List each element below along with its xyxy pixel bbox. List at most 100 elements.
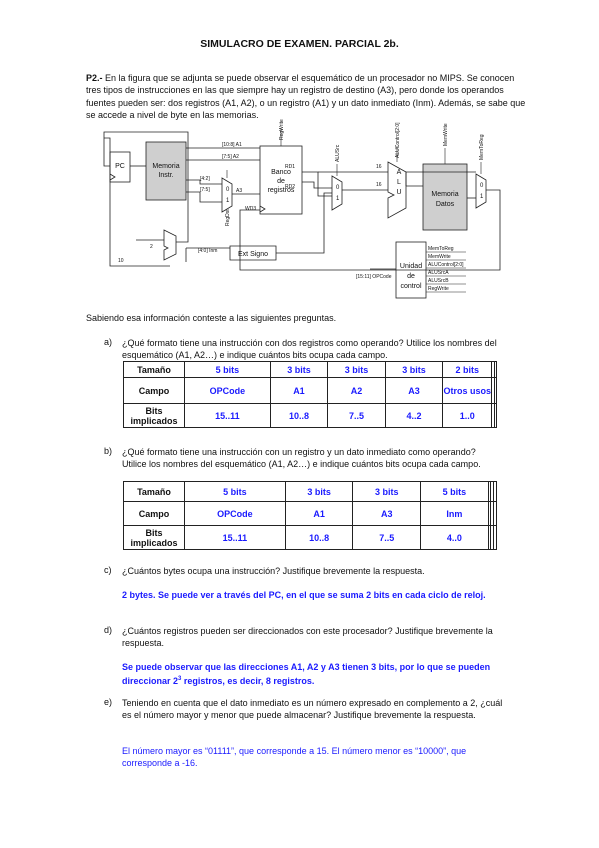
table-b-bits-cell: 15..11 (184, 525, 286, 550)
signal-4-2: [4:2] (200, 176, 210, 182)
mux-regdst (221, 177, 233, 213)
problem-label: P2.- (86, 73, 103, 83)
question-c-text: ¿Cuántos bytes ocupa una instrucción? Ju… (122, 566, 425, 576)
table-a-tamano-cell: 3 bits (269, 361, 329, 378)
instr-memory-label-2: Instr. (158, 172, 173, 179)
table-b-campo-cell: A1 (284, 501, 354, 526)
signal-a2: [7:5] A2 (222, 154, 239, 160)
table-b-tamano-cell: 3 bits (284, 481, 354, 502)
table-a-tamano-cell: 2 bits (442, 361, 493, 378)
data-memory-label-2: Datos (436, 201, 455, 208)
page-title: SIMULACRO DE EXAMEN. PARCIAL 2b. (200, 38, 399, 50)
signal-7-5: [7:5] (200, 187, 210, 193)
table-a-bits-cell: 15..11 (184, 403, 271, 428)
question-d-text: ¿Cuántos registros pueden ser direcciona… (122, 626, 493, 648)
data-memory-block (422, 163, 468, 231)
instr-memory-block (145, 141, 187, 201)
table-b-bits-cell: 4..0 (420, 525, 489, 550)
table-b-header-tamano: Tamaño (123, 481, 185, 502)
table-a-campo-cell (493, 377, 498, 404)
ctrl-out-regwrite: RegWrite (428, 286, 449, 292)
question-a-table: Tamaño 5 bits 3 bits 3 bits 3 bits 2 bit… (123, 361, 498, 428)
question-e-letter: e) (104, 697, 113, 707)
signal-alucontrol: ALUControl[2:0] (395, 122, 401, 158)
question-c-answer: 2 bytes. Se puede ver a través del PC, e… (122, 590, 486, 600)
mux-alusrc (331, 175, 343, 211)
signal-rd1: RD1 (285, 164, 295, 170)
adder-constant-2: 2 (150, 244, 153, 250)
table-b-campo-cell: Inm (420, 501, 489, 526)
processor-schematic: PC Memoria Instr. Banco de registros A L… (103, 119, 501, 299)
signal-memtoreg: MemToReg (479, 134, 485, 160)
table-a-bits-cell: 7..5 (327, 403, 386, 428)
table-a-header-bits: Bits implicados (123, 403, 185, 428)
table-a-bits-cell: 1..0 (442, 403, 493, 428)
ctrl-out-memwrite: MemWrite (428, 254, 451, 260)
signal-a3: A3 (236, 188, 242, 194)
table-b-bits-cell: 7..5 (352, 525, 422, 550)
signal-regdst: RegDst (225, 209, 231, 226)
table-a-campo-cell: Otros usos (442, 377, 493, 404)
control-unit-label-3: control (400, 283, 421, 290)
table-a-bits-cell: 10..8 (269, 403, 329, 428)
mux-regdst-1: 1 (226, 198, 230, 204)
mux-regdst-0: 0 (226, 187, 230, 193)
question-d-answer-exponent: 3 (178, 676, 182, 682)
signal-memwrite: MemWrite (443, 123, 449, 146)
table-b-tamano-cell: 5 bits (184, 481, 286, 502)
control-unit-label-1: Unidad (400, 263, 422, 270)
table-a-campo-cell: A3 (384, 377, 444, 404)
table-b-campo-cell: OPCode (184, 501, 286, 526)
alu-letter-u: U (396, 189, 401, 196)
table-a-header-tamano: Tamaño (123, 361, 185, 378)
mux-alusrc-1: 1 (336, 196, 340, 202)
table-b-tamano-cell (493, 481, 497, 502)
table-b-campo-cell (493, 501, 497, 526)
ctrl-out-alusrca: ALUSrcA (428, 270, 449, 276)
signal-rd2: RD2 (285, 184, 295, 190)
question-c-letter: c) (104, 565, 112, 575)
table-b-campo-cell: A3 (352, 501, 422, 526)
table-b-bits-cell: 10..8 (284, 525, 354, 550)
mux-memtoreg-1: 1 (480, 194, 484, 200)
signal-wd3: WD3 (245, 206, 256, 212)
question-d-letter: d) (104, 625, 113, 635)
sign-extend-label: Ext Signo (238, 251, 268, 258)
mux-memtoreg (475, 173, 487, 209)
data-memory-label-1: Memoria (431, 191, 458, 198)
question-b-table: Tamaño 5 bits 3 bits 3 bits 5 bits Campo… (123, 481, 497, 550)
question-d-answer: Se puede observar que las direcciones A1… (122, 661, 507, 687)
register-bank-label-2: de (277, 178, 285, 185)
sign-extend-block (229, 245, 277, 261)
bus-width-16-a: 16 (376, 164, 382, 170)
table-a-tamano-cell: 3 bits (384, 361, 444, 378)
ctrl-out-alusrcb: ALUSrcB (428, 278, 449, 284)
table-b-tamano-cell: 3 bits (352, 481, 422, 502)
question-a-text: ¿Qué formato tiene una instrucción con d… (122, 338, 497, 360)
ctrl-out-alucontrol: ALUControl[2:0] (428, 262, 464, 268)
question-d-answer-pre: Se puede observar que las direcciones A1… (122, 662, 491, 686)
bus-width-10: 10 (118, 258, 124, 264)
problem-statement: P2.- En la figura que se adjunta se pued… (86, 72, 526, 121)
register-bank-label-3: registros (268, 187, 295, 194)
problem-text: En la figura que se adjunta se puede obs… (86, 73, 526, 120)
signal-regwrite: RegWrite (279, 119, 285, 140)
question-a-letter: a) (104, 337, 113, 347)
table-a-campo-cell: A1 (269, 377, 329, 404)
table-b-header-campo: Campo (123, 501, 185, 526)
pc-label: PC (115, 163, 125, 170)
table-a-campo-cell: A2 (327, 377, 386, 404)
table-a-tamano-cell: 3 bits (327, 361, 386, 378)
table-b-bits-cell (493, 525, 497, 550)
table-a-bits-cell: 4..2 (384, 403, 444, 428)
ctrl-out-memtoreg: MemToReg (428, 246, 454, 252)
register-bank-label-1: Banco (271, 169, 291, 176)
alu-letter-a: A (397, 169, 402, 176)
table-a-bits-cell (493, 403, 498, 428)
pc-adder (163, 229, 177, 261)
question-b-text: ¿Qué formato tiene una instrucción con u… (122, 447, 481, 469)
instr-memory-label-1: Memoria (152, 163, 179, 170)
table-a-tamano-cell: 5 bits (184, 361, 271, 378)
table-b-bits-cell (487, 525, 492, 550)
question-b-letter: b) (104, 446, 113, 456)
